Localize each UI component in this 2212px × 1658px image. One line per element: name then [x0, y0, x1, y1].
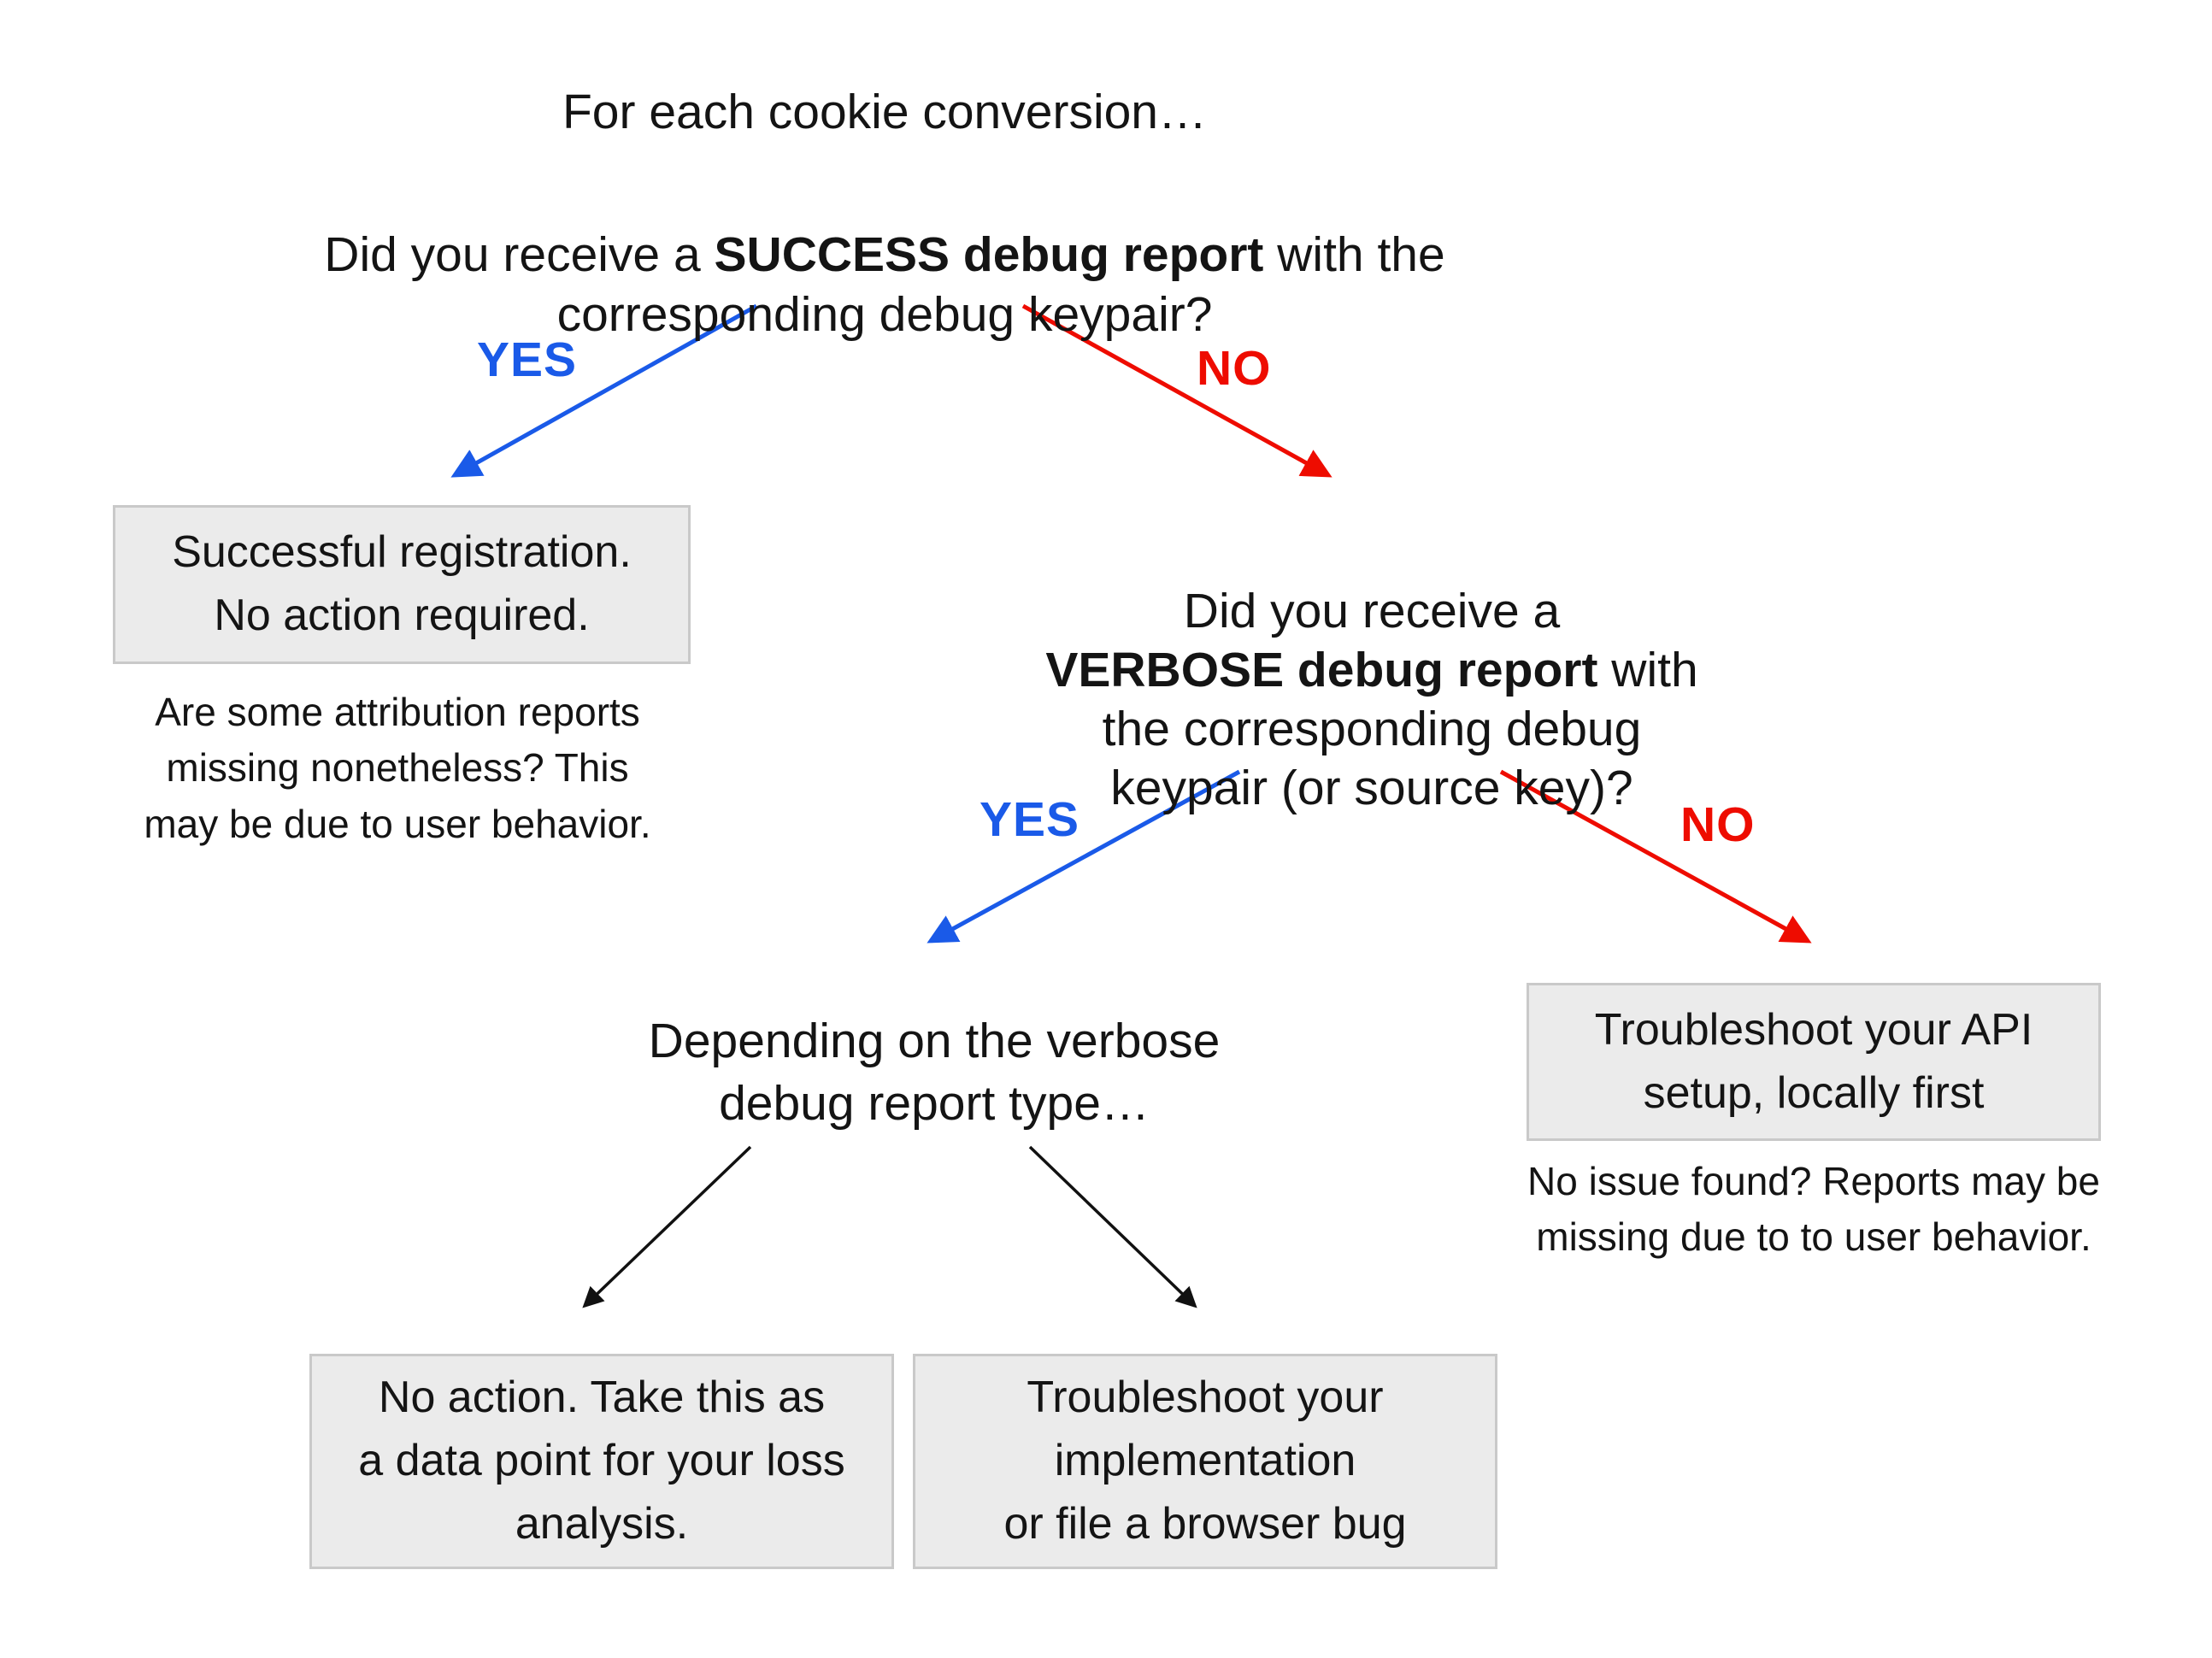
success-registration-box: Successful registration. No action requi…: [113, 505, 691, 664]
root-question-intro: For each cookie conversion…: [562, 85, 1208, 139]
no-label-1: NO: [1197, 341, 1272, 396]
success-report-question: Did you receive a SUCCESS debug report w…: [201, 164, 1568, 345]
attribution-reports-note: Are some attribution reports missing non…: [144, 690, 651, 846]
yes-label-1: YES: [477, 332, 578, 387]
question-2-bold: VERBOSE debug report: [1045, 642, 1598, 697]
verbose-type-node: Depending on the verbose debug report ty…: [648, 1014, 1221, 1131]
question-1-post: with the corresponding debug keypair?: [556, 226, 1445, 343]
no-issue-note: No issue found? Reports may be missing d…: [1527, 1159, 2100, 1260]
question-2-post: with the corresponding debug keypair (or…: [1102, 642, 1698, 815]
question-1-bold: SUCCESS debug report: [714, 226, 1264, 282]
implementation-arrow: [1028, 1145, 1197, 1308]
no-label-2: NO: [1680, 797, 1756, 852]
troubleshoot-implementation-box: Troubleshoot your implementation or file…: [913, 1354, 1497, 1569]
yes-label-2: YES: [980, 792, 1080, 847]
question-2-pre: Did you receive a: [1183, 583, 1561, 638]
troubleshoot-api-box: Troubleshoot your API setup, locally fir…: [1527, 983, 2101, 1141]
no-action-loss-box: No action. Take this as a data point for…: [309, 1354, 894, 1569]
question-1-pre: Did you receive a: [324, 226, 715, 282]
verbose-report-question: Did you receive a VERBOSE debug report w…: [1013, 523, 1731, 818]
loss-analysis-arrow: [582, 1145, 752, 1308]
